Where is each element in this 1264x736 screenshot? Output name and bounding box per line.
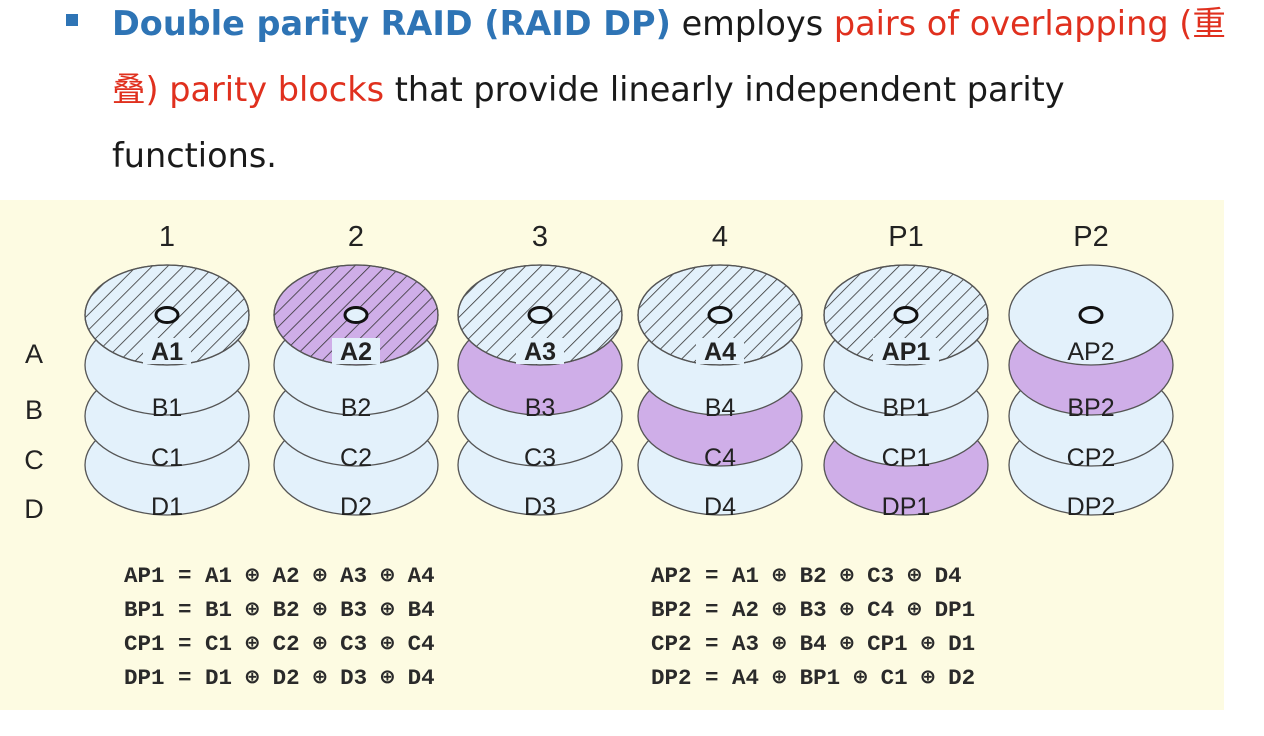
row-label-b: B — [25, 395, 43, 425]
spindle-icon — [343, 306, 369, 324]
spindle-icon — [1078, 306, 1104, 324]
bullet-highlight-1: pairs of overlapping — [833, 4, 1169, 43]
block-label-dp1: DP1 — [882, 493, 931, 521]
block-label-d2: D2 — [340, 493, 372, 521]
block-label-c2: C2 — [340, 444, 372, 472]
block-label-d4: D4 — [704, 493, 736, 521]
block-label-bg — [143, 338, 191, 364]
block-label-dp2: DP2 — [1067, 493, 1116, 521]
formula-right-2: BP2 = A2 ⊕ B3 ⊕ C4 ⊕ DP1 — [651, 597, 976, 623]
block-label-a2: A2 — [340, 338, 372, 366]
row-label-c: C — [24, 445, 44, 475]
block-label-b4: B4 — [705, 394, 736, 422]
disk-header-p1: P1 — [888, 221, 923, 253]
formula-left-3: CP1 = C1 ⊕ C2 ⊕ C3 ⊕ C4 — [124, 631, 435, 657]
formula-right-3: CP2 = A3 ⊕ B4 ⊕ CP1 ⊕ D1 — [651, 631, 976, 657]
block-label-c4: C4 — [704, 444, 736, 472]
formula-left-2: BP1 = B1 ⊕ B2 ⊕ B3 ⊕ B4 — [124, 597, 435, 623]
formula-right-4: DP2 = A4 ⊕ BP1 ⊕ C1 ⊕ D2 — [651, 665, 976, 691]
spindle-icon — [707, 306, 733, 324]
block-label-cp2: CP2 — [1067, 444, 1116, 472]
bullet-text-part-2: that provide linearly independent parity… — [112, 70, 1065, 175]
block-label-cp1: CP1 — [882, 444, 931, 472]
block-label-bg — [516, 338, 564, 364]
block-label-d1: D1 — [151, 493, 183, 521]
block-label-d3: D3 — [524, 493, 556, 521]
disk-header-3: 3 — [532, 221, 548, 253]
block-label-ap1: AP1 — [882, 338, 931, 366]
block-label-c1: C1 — [151, 444, 183, 472]
formula-right-1: AP2 = A1 ⊕ B2 ⊕ C3 ⊕ D4 — [651, 563, 962, 589]
bullet-text-part-1: employs — [670, 4, 834, 43]
bullet-term: Double parity RAID (RAID DP) — [112, 4, 671, 43]
block-label-bg — [696, 338, 744, 364]
block-label-bp1: BP1 — [882, 394, 929, 422]
formula-left-1: AP1 = A1 ⊕ A2 ⊕ A3 ⊕ A4 — [124, 563, 435, 589]
bullet-marker-icon — [66, 14, 78, 26]
block-label-a4: A4 — [704, 338, 736, 366]
block-label-a3: A3 — [524, 338, 556, 366]
row-label-d: D — [24, 494, 44, 524]
spindle-icon — [527, 306, 553, 324]
disk-header-4: 4 — [712, 221, 728, 253]
row-label-a: A — [25, 339, 43, 369]
spindle-icon — [893, 306, 919, 324]
disk-header-2: 2 — [348, 221, 364, 253]
disk-header-p2: P2 — [1073, 221, 1108, 253]
block-label-c3: C3 — [524, 444, 556, 472]
block-label-b3: B3 — [525, 394, 556, 422]
block-label-bg — [873, 338, 939, 364]
disk-header-1: 1 — [159, 221, 175, 253]
block-label-ap2: AP2 — [1067, 338, 1114, 366]
block-label-b1: B1 — [152, 394, 183, 422]
block-label-a1: A1 — [151, 338, 183, 366]
bullet-cn-note: (重叠) — [112, 4, 1226, 109]
block-label-bp2: BP2 — [1067, 394, 1114, 422]
block-label-b2: B2 — [341, 394, 372, 422]
bullet-highlight-2: parity blocks — [158, 70, 385, 109]
formula-left-4: DP1 = D1 ⊕ D2 ⊕ D3 ⊕ D4 — [124, 665, 435, 691]
block-label-bg — [332, 338, 380, 364]
bullet-text: Double parity RAID (RAID DP) employs pai… — [112, 0, 1232, 189]
spindle-icon — [154, 306, 180, 324]
